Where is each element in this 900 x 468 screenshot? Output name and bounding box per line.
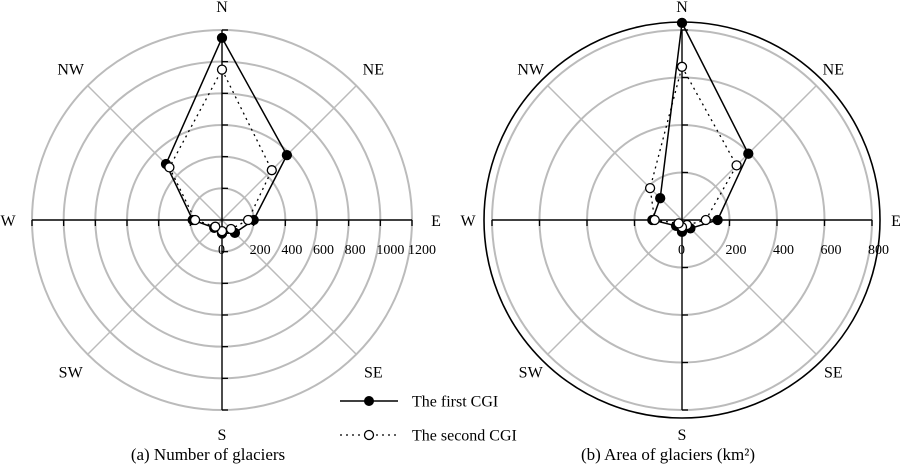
direction-label-nw: NW [57,62,85,79]
tick-label: 200 [250,243,271,258]
legend-label-first: The first CGI [412,394,498,411]
tick-label: 400 [773,243,794,258]
marker-second-cgi-n [216,64,228,75]
tick-label: 600 [821,243,842,258]
direction-label-ne: NE [363,62,384,79]
legend-label-second: The second CGI [412,428,517,445]
direction-label-w: W [460,213,476,230]
direction-label-nw: NW [517,62,545,79]
tick-label: 0 [218,243,225,258]
direction-label-n: N [676,0,688,16]
legend-marker-first [364,396,374,406]
marker-second-cgi-w [189,214,201,226]
tick-label: 600 [313,243,334,258]
direction-label-s: S [678,427,687,444]
tick-label: 800 [868,243,889,258]
marker-second-cgi-nw [644,182,656,194]
marker-second-cgi-nw [164,162,175,173]
tick-label: 1200 [408,243,436,258]
marker-second-cgi-sw [673,218,684,229]
tick-label: 0 [678,243,685,258]
tick-label: 1000 [376,243,404,258]
marker-second-cgi-se [225,223,237,235]
caption-chart-a: (a) Number of glaciers [131,445,285,464]
chart-number-of-glaciers: 0 200 400 600 800 1000 1200 N NE E SE S SW W NW [0,0,440,444]
tick-label: 200 [726,243,747,258]
marker-first-cgi-nw [655,193,666,204]
tick-label: 400 [281,243,302,258]
tick-label: 800 [345,243,366,258]
marker-second-cgi-ne [266,165,277,176]
marker-second-cgi-ne [731,160,742,171]
marker-second-cgi-e [700,214,711,226]
direction-label-ne: NE [823,62,844,79]
series-line-second-cgi [168,68,273,232]
direction-label-sw: SW [519,364,544,381]
direction-label-e: E [891,213,900,230]
direction-label-se: SE [364,364,383,381]
marker-second-cgi-e [242,214,254,226]
direction-label-n: N [216,0,228,16]
marker-second-cgi-w [649,214,660,226]
series-line-second-cgi [649,65,738,228]
legend-marker-second [363,429,375,441]
chart-area-of-glaciers: 0 200 400 600 800 N NE E SE S SW W NW [460,0,900,444]
marker-first-cgi-ne [281,149,293,161]
direction-label-sw: SW [59,364,84,381]
marker-second-cgi-n [676,61,688,72]
direction-label-e: E [431,213,441,230]
marker-first-cgi-ne [743,148,754,159]
legend: The first CGI The second CGI [340,394,517,445]
direction-label-w: W [0,213,16,230]
direction-label-s: S [218,427,227,444]
marker-first-cgi-n [676,17,688,29]
marker-first-cgi-e [712,214,723,226]
marker-first-cgi-n [216,32,228,44]
direction-label-se: SE [824,364,843,381]
marker-second-cgi-sw [210,221,221,232]
caption-chart-b: (b) Area of glaciers (km²) [581,445,755,464]
